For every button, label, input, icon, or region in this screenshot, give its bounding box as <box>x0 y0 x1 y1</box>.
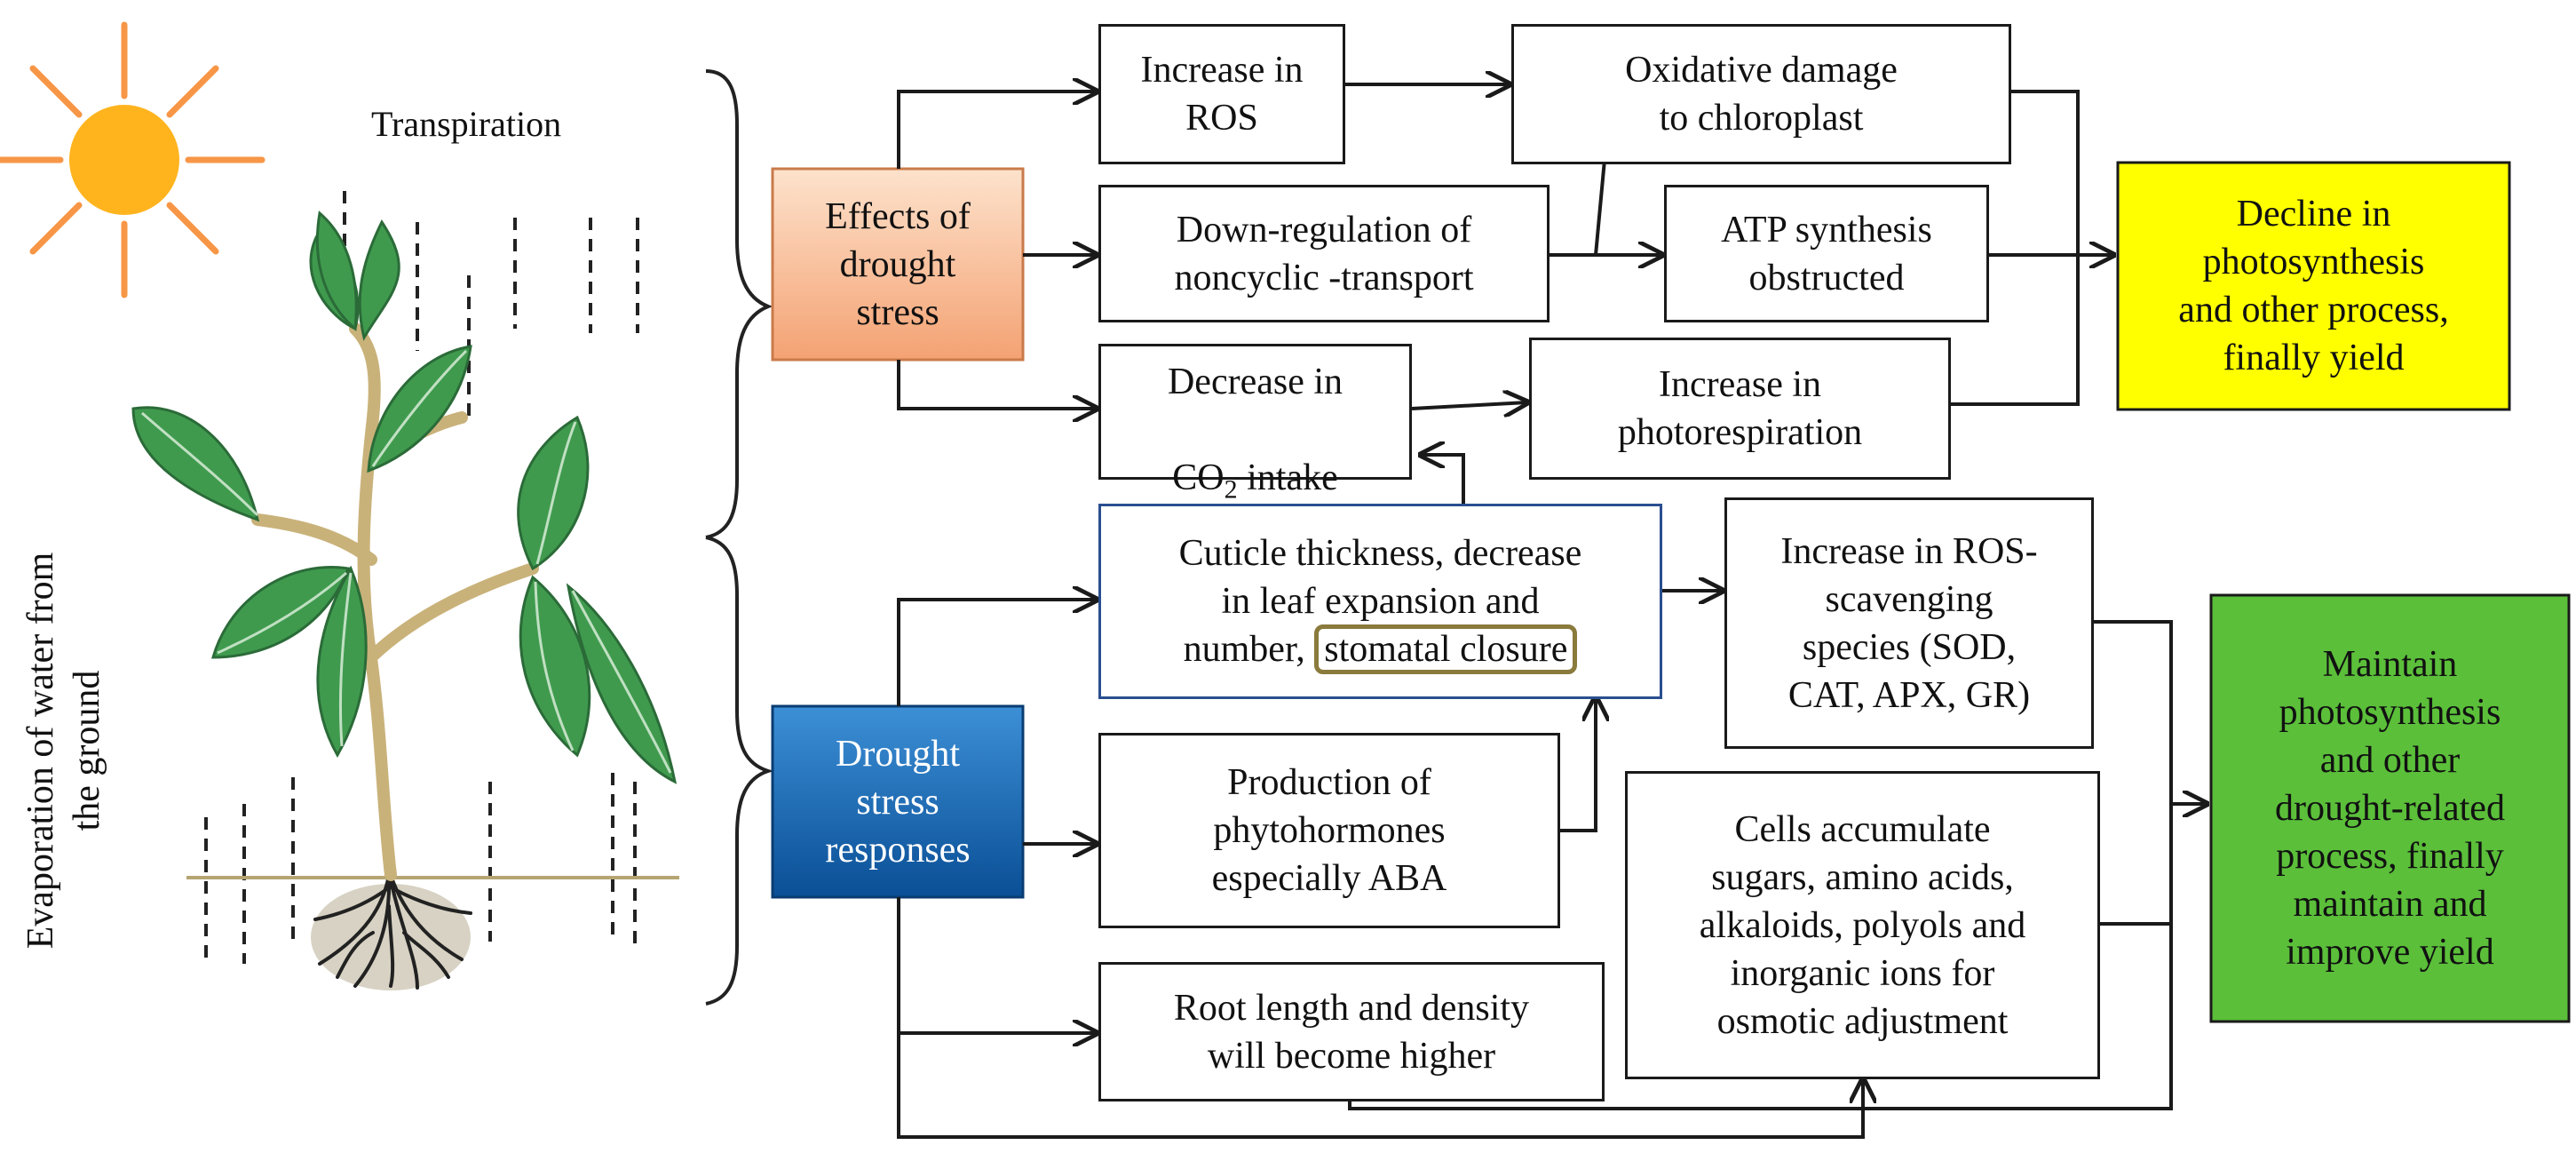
ros-scavenging-box: Increase in ROS- scavenging species (SOD… <box>1724 497 2094 749</box>
plant-illustration <box>131 211 679 990</box>
root-length-box: Root length and density will become high… <box>1098 962 1605 1101</box>
cuticle-text: Cuticle thickness, decrease in leaf expa… <box>1178 529 1582 674</box>
cuticle-line-2: in leaf expansion and <box>1221 581 1540 622</box>
evaporation-line-2: the ground <box>67 670 107 831</box>
connectors <box>897 84 2207 1139</box>
atp-synthesis-box: ATP synthesis obstructed <box>1664 185 1989 322</box>
evaporation-dashes <box>204 773 637 964</box>
effects-of-drought-stress-box: Effects of drought stress <box>773 169 1023 360</box>
transpiration-dashes <box>343 191 639 417</box>
cuticle-line-3: number, stomatal closure <box>1179 624 1582 674</box>
oxidative-damage-box: Oxidative damage to chloroplast <box>1511 24 2011 164</box>
transpiration-label: Transpiration <box>371 104 562 144</box>
scavenging-text: Increase in ROS- scavenging species (SOD… <box>1780 530 2038 716</box>
evaporation-line-1: Evaporation of water from <box>20 552 61 950</box>
root-text: Root length and density will become high… <box>1173 987 1530 1077</box>
phyto-text: Production of phytohormones especially A… <box>1211 762 1447 899</box>
increase-in-ros-box: Increase in ROS <box>1098 24 1345 164</box>
decline-text: Decline in photosynthesis and other proc… <box>2178 194 2449 378</box>
effects-text: Effects of drought stress <box>825 195 971 333</box>
decline-in-photosynthesis-box: Decline in photosynthesis and other proc… <box>2118 163 2509 410</box>
cuticle-line-1: Cuticle thickness, decrease <box>1178 533 1582 574</box>
responses-text: Drought stress responses <box>825 733 971 871</box>
sun-icon <box>0 21 266 298</box>
co2-text: Decrease in CO2 intake <box>1168 310 1343 513</box>
co2-line-1: Decrease in <box>1167 361 1343 402</box>
downreg-text: Down-regulation of noncyclic -transport <box>1174 209 1474 298</box>
cells-accumulate-box: Cells accumulate sugars, amino acids, al… <box>1625 771 2100 1079</box>
drought-stress-responses-box: Drought stress responses <box>773 706 1023 897</box>
down-regulation-box: Down-regulation of noncyclic -transport <box>1098 185 1550 322</box>
co2-prefix: CO <box>1172 457 1225 498</box>
co2-suffix: intake <box>1237 457 1338 498</box>
evaporation-label: Evaporation of water from the ground <box>18 409 115 1093</box>
atp-text: ATP synthesis obstructed <box>1721 209 1932 298</box>
plant-roots <box>311 873 472 990</box>
stomatal-closure-highlight: stomatal closure <box>1314 624 1578 674</box>
ros-text: Increase in ROS <box>1140 50 1304 139</box>
curly-braces <box>705 69 774 1006</box>
maintain-text: Maintain photosynthesis and other drough… <box>2275 644 2505 973</box>
decrease-co2-intake-box: Decrease in CO2 intake <box>1098 344 1412 504</box>
photoresp-text: Increase in photorespiration <box>1617 364 1863 453</box>
oxidative-text: Oxidative damage to chloroplast <box>1625 50 1898 139</box>
cuticle-thickness-box: Cuticle thickness, decrease in leaf expa… <box>1098 504 1662 699</box>
maintain-photosynthesis-box: Maintain photosynthesis and other drough… <box>2211 595 2569 1022</box>
phytohormones-box: Production of phytohormones especially A… <box>1098 733 1560 928</box>
co2-subscript: 2 <box>1224 474 1238 505</box>
increase-photorespiration-box: Increase in photorespiration <box>1529 338 1951 480</box>
cells-text: Cells accumulate sugars, amino acids, al… <box>1699 808 2026 1042</box>
cuticle-line-3-prefix: number, <box>1183 629 1315 670</box>
